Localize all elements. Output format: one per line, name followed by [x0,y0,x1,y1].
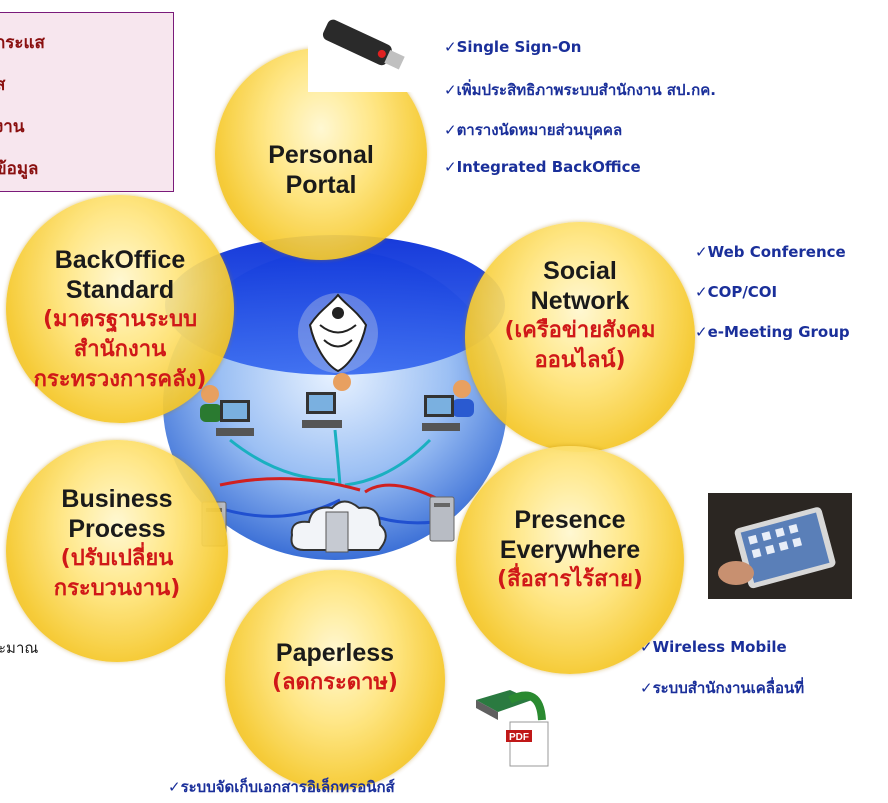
user-computer-icon [422,380,474,431]
portal-check-4: ✓Integrated BackOffice [444,158,641,176]
social-title-1: Social [543,257,617,285]
bubble-paperless [225,570,445,790]
social-title-2: Network [530,287,630,315]
presence-check-2: ✓ระบบสำนักงานเคลื่อนที่ [640,679,805,697]
user-computer-icon [302,373,351,428]
personal-portal-title-1: Personal [268,141,374,169]
backoffice-sub-3: กระทรวงการคลัง) [33,367,207,392]
portal-check-1: ✓Single Sign-On [444,38,582,56]
legend-line-4: ข้อมูล [0,159,39,179]
social-check-2: ✓COP/COI [695,283,778,301]
paperless-check-1: ✓ระบบจัดเก็บเอกสารอิเล็กทรอนิกส์ [168,778,395,796]
business-title-2: Process [68,515,166,543]
backoffice-sub-1: (มาตรฐานระบบ [42,307,198,332]
left-partial-text: ะมาณ [0,639,39,657]
social-check-3: ✓e-Meeting Group [695,323,850,341]
bubble-business-process [6,440,228,662]
social-check-1: ✓Web Conference [695,243,846,261]
bubble-backoffice [6,195,234,423]
backoffice-title-1: BackOffice [54,246,186,274]
business-sub-2: กระบวนงาน) [53,576,181,601]
bubble-social-network [465,222,695,452]
presence-title-2: Everywhere [499,536,641,564]
social-sub-1: (เครือข่ายสังคม [504,318,656,343]
tablet-icon [708,493,852,599]
legend-line-1: กระแส [0,33,45,53]
backoffice-sub-2: สำนักงาน [73,337,167,362]
legend-line-3: งาน [0,117,25,137]
presence-title-1: Presence [514,506,626,534]
svg-text:PDF: PDF [509,732,529,743]
bubble-presence-everywhere [456,446,684,674]
presence-check-1: ✓Wireless Mobile [640,638,787,656]
legend-box: กระแส ส งาน ข้อมูล [0,12,174,192]
server-icon [429,496,455,542]
paperless-title: Paperless [275,639,395,667]
social-sub-2: ออนไลน์) [534,348,626,373]
usb-token-icon [308,6,416,92]
portal-check-3: ✓ตารางนัดหมายส่วนบุคคล [444,121,623,139]
portal-check-2: ✓เพิ่มประสิทธิภาพระบบสำนักงาน สป.กค. [444,81,716,99]
cloud-icon [290,500,387,553]
backoffice-title-2: Standard [65,276,175,304]
business-sub-1: (ปรับเปลี่ยน [60,546,174,571]
paperless-sub: (ลดกระดาษ) [272,670,398,695]
business-title-1: Business [61,485,173,513]
personal-portal-title-2: Portal [285,171,357,199]
pdf-scan-icon: PDF [470,680,556,770]
garuda-emblem-icon [298,293,378,373]
user-computer-icon [200,385,254,436]
presence-sub-1: (สื่อสารไร้สาย) [497,567,643,592]
legend-line-2: ส [0,75,6,95]
